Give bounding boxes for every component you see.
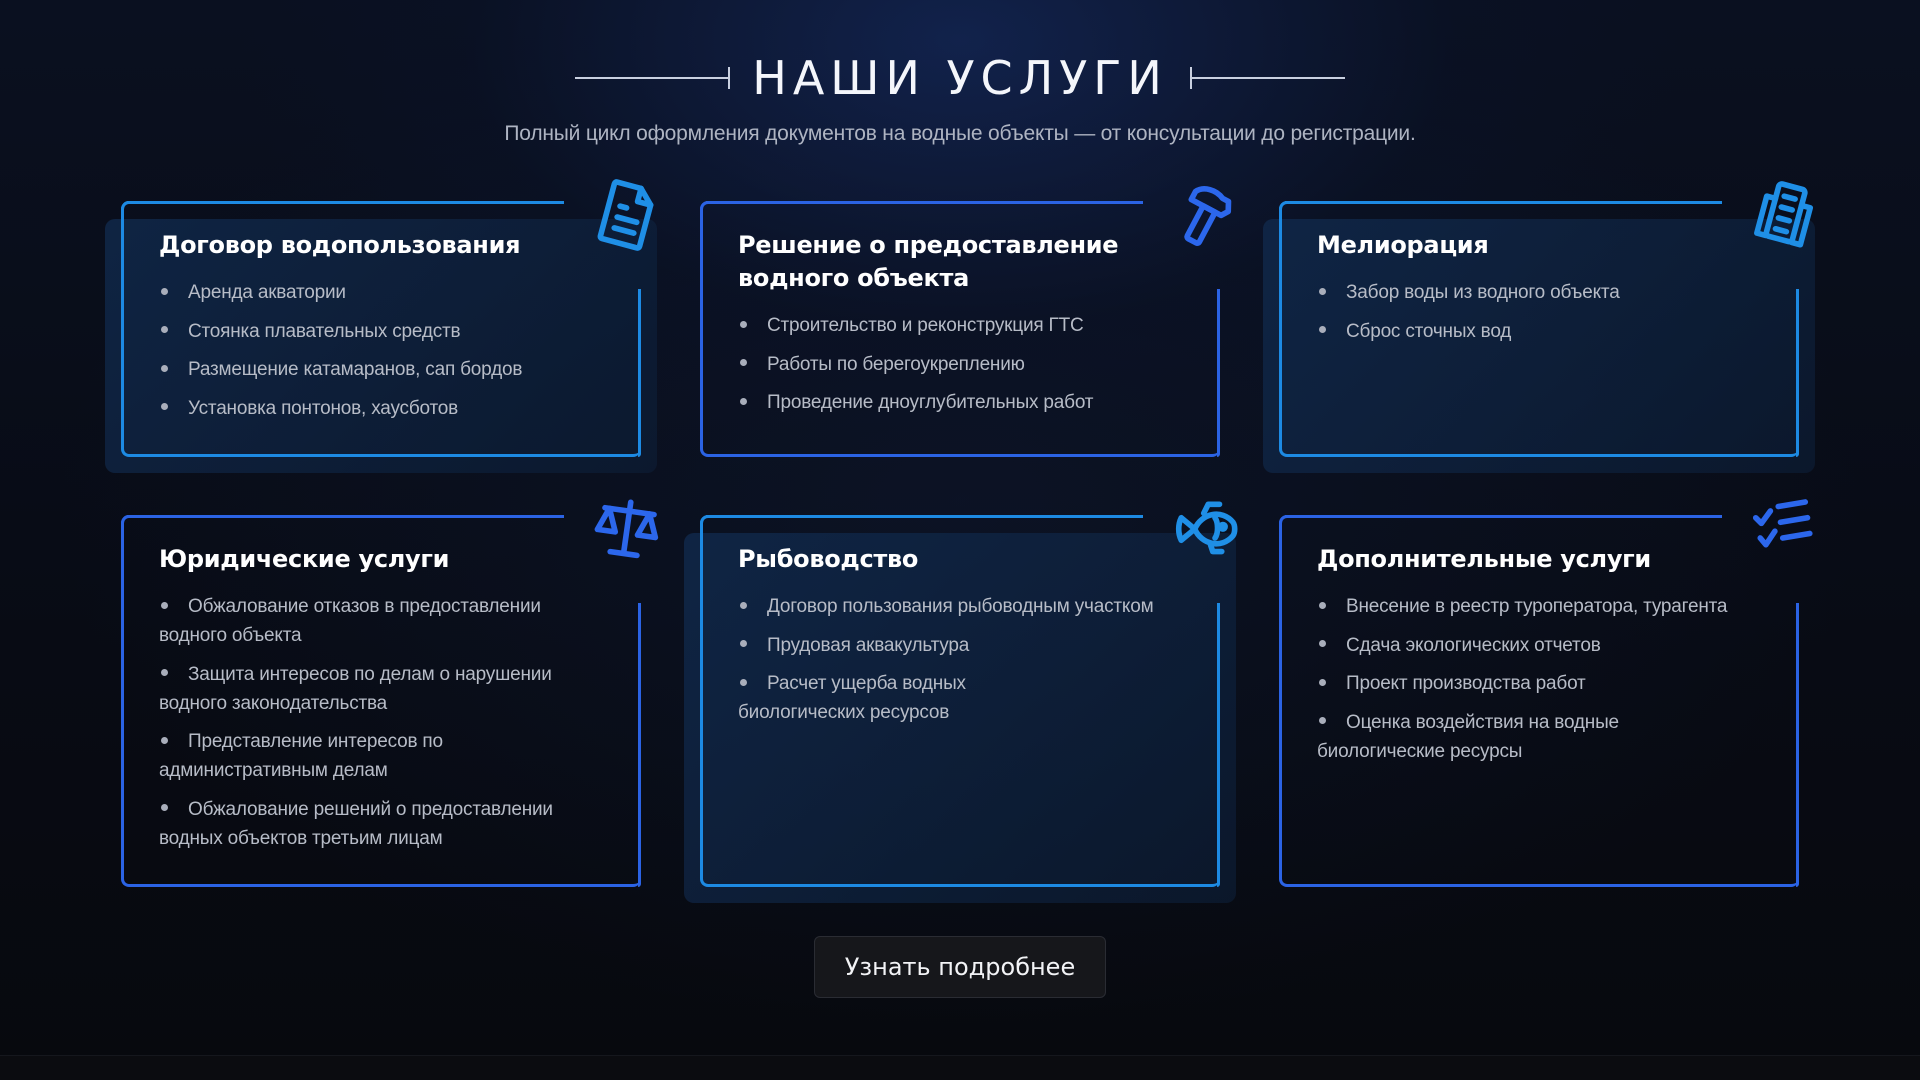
card-title: Договор водопользования bbox=[159, 231, 521, 259]
card-list: Внесение в реестр туроператора, турагент… bbox=[1317, 592, 1761, 766]
list-item: Забор воды из водного объекта bbox=[1317, 278, 1761, 307]
section-subtitle: Полный цикл оформления документов на вод… bbox=[504, 122, 1416, 145]
service-card-additional[interactable]: Дополнительные услуги Внесение в реестр … bbox=[1279, 499, 1813, 887]
hammer-icon bbox=[1170, 179, 1242, 251]
card-list: Договор пользования рыбоводным участком … bbox=[738, 592, 1182, 727]
document-icon bbox=[591, 179, 663, 251]
list-item: Установка понтонов, хаусботов bbox=[159, 394, 603, 423]
list-item: Работы по берегоукреплению bbox=[738, 350, 1182, 379]
section-header: НАШИ УСЛУГИ bbox=[0, 44, 1920, 112]
card-list: Аренда акватории Стоянка плавательных ср… bbox=[159, 278, 603, 423]
list-item: Договор пользования рыбоводным участком bbox=[738, 592, 1182, 621]
list-item: Защита интересов по делам о нарушении во… bbox=[159, 663, 552, 714]
documents-stack-icon bbox=[1749, 179, 1821, 251]
card-title: Решение о предоставление водного объекта bbox=[738, 231, 1119, 292]
list-item: Размещение катамаранов, сап бордов bbox=[159, 355, 603, 384]
list-item: Внесение в реестр туроператора, турагент… bbox=[1317, 592, 1761, 621]
section-title: НАШИ УСЛУГИ bbox=[752, 51, 1168, 105]
service-card-fish-farming[interactable]: Рыбоводство Договор пользования рыбоводн… bbox=[684, 501, 1238, 903]
card-title: Рыбоводство bbox=[738, 545, 919, 573]
list-item: Обжалование решений о предоставлении вод… bbox=[159, 798, 553, 849]
list-item: Проведение дноуглубительных работ bbox=[738, 388, 1182, 417]
card-list: Строительство и реконструкция ГТС Работы… bbox=[738, 311, 1182, 417]
list-item: Представление интересов по административ… bbox=[159, 731, 443, 781]
card-title: Дополнительные услуги bbox=[1317, 545, 1651, 573]
service-card-melioration[interactable]: Мелиорация Забор воды из водного объекта… bbox=[1263, 181, 1815, 473]
learn-more-button[interactable]: Узнать подробнее bbox=[814, 936, 1106, 998]
list-item: Прудовая аквакультура bbox=[738, 631, 1182, 660]
list-item: Строительство и реконструкция ГТС bbox=[738, 311, 1182, 340]
list-item: Сдача экологических отчетов bbox=[1317, 631, 1761, 660]
card-title: Юридические услуги bbox=[159, 545, 450, 573]
list-item: Расчет ущерба водных биологических ресур… bbox=[738, 673, 966, 723]
card-list: Обжалование отказов в предоставлении вод… bbox=[159, 592, 603, 853]
service-card-water-object-decision[interactable]: Решение о предоставление водного объекта… bbox=[700, 186, 1232, 457]
list-item: Стоянка плавательных средств bbox=[159, 317, 603, 346]
fish-icon bbox=[1170, 493, 1242, 565]
scales-icon bbox=[591, 493, 663, 565]
list-item: Оценка воздействия на водные биологическ… bbox=[1317, 711, 1619, 762]
service-card-legal[interactable]: Юридические услуги Обжалование отказов в… bbox=[121, 499, 659, 887]
checklist-icon bbox=[1749, 493, 1821, 565]
service-card-water-use-agreement[interactable]: Договор водопользования Аренда акватории… bbox=[105, 179, 657, 473]
list-item: Проект производства работ bbox=[1317, 669, 1761, 698]
card-title: Мелиорация bbox=[1317, 231, 1489, 259]
footer-strip bbox=[0, 1055, 1920, 1080]
header-rule-left bbox=[575, 67, 731, 89]
list-item: Сброс сточных вод bbox=[1317, 317, 1761, 346]
list-item: Обжалование отказов в предоставлении вод… bbox=[159, 596, 541, 646]
list-item: Аренда акватории bbox=[159, 278, 603, 307]
card-list: Забор воды из водного объекта Сброс сточ… bbox=[1317, 278, 1761, 346]
header-rule-right bbox=[1189, 67, 1345, 89]
